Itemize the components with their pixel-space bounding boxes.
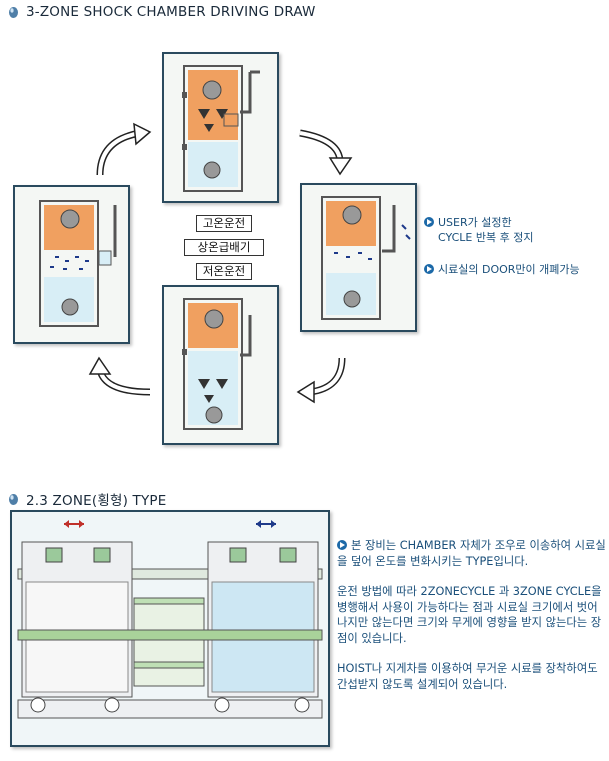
panel-left-mode bbox=[13, 185, 130, 344]
description-paragraph-3: HOIST나 지게차를 이용하여 무거운 시료를 장착하여도 간섭받지 않도록 … bbox=[337, 662, 598, 691]
panel-right-mode bbox=[300, 183, 417, 332]
mode-label-cold: 저온운전 bbox=[196, 263, 252, 280]
mode-label-hot: 고온운전 bbox=[196, 215, 252, 232]
mode-label-ambient: 상온급배기 bbox=[184, 239, 264, 256]
bullet-icon bbox=[8, 6, 19, 19]
note-cycle-repeat: USER가 설정한 CYCLE 반복 후 정지 bbox=[424, 215, 533, 245]
arrow-bullet-icon bbox=[424, 217, 434, 227]
cycle-arrow-bottom-right bbox=[296, 357, 346, 404]
bullet-icon bbox=[8, 493, 19, 506]
description-text: 본 장비는 CHAMBER 자체가 조우로 이송하여 시료실을 덮어 온도를 변… bbox=[337, 538, 607, 707]
chamber-right-illustration bbox=[321, 196, 411, 320]
description-paragraph-1: 본 장비는 CHAMBER 자체가 조우로 이송하여 시료실을 덮어 온도를 변… bbox=[337, 539, 606, 568]
panel-hot-mode bbox=[162, 52, 279, 203]
section2-title: 2.3 ZONE(횡형) TYPE bbox=[8, 489, 167, 509]
cycle-arrow-bottom-left bbox=[88, 356, 151, 396]
arrow-bullet-icon bbox=[424, 264, 434, 274]
cycle-arrow-top-right bbox=[299, 129, 353, 176]
cycle-diagram bbox=[88, 122, 353, 404]
arrow-bullet-icon bbox=[337, 540, 347, 550]
description-paragraph-2: 운전 방법에 따라 2ZONECYCLE 과 3ZONE CYCLE을 병행해서… bbox=[337, 585, 602, 645]
chamber-cold-illustration bbox=[182, 298, 252, 430]
section2-title-text: 2.3 ZONE(횡형) TYPE bbox=[26, 493, 167, 509]
section1-title-text: 3-ZONE SHOCK CHAMBER DRIVING DRAW bbox=[26, 4, 316, 20]
panel-cold-mode bbox=[162, 285, 279, 445]
horizontal-type-panel bbox=[10, 510, 330, 747]
chamber-left-illustration bbox=[39, 200, 117, 327]
cycle-arrow-top-left bbox=[96, 122, 152, 176]
note-door-only: 시료실의 DOOR만이 개폐가능 bbox=[424, 262, 580, 277]
horizontal-chamber-illustration bbox=[17, 520, 323, 719]
section1-title: 3-ZONE SHOCK CHAMBER DRIVING DRAW bbox=[8, 4, 316, 20]
chamber-hot-illustration bbox=[182, 65, 260, 192]
